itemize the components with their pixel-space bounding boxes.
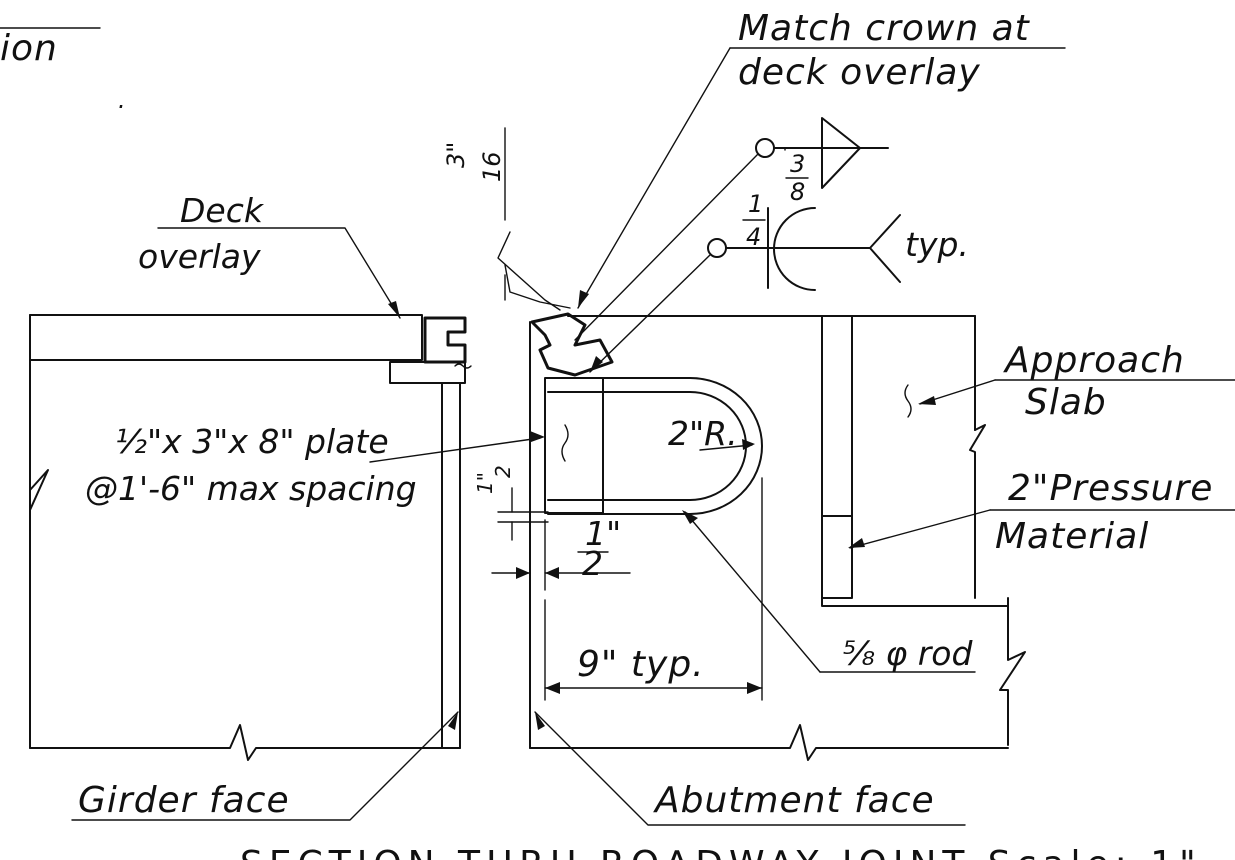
gap-top-den: 16 [478,151,506,182]
horizontal-half-dimension: 1" 2 [491,514,631,591]
pressure-material-label: 2"Pressure Material [848,468,1235,557]
deck-overlay-line1: Deck [180,191,265,230]
horiz-half-den: 2 [582,544,603,583]
gap-top-num: 3" [442,142,470,168]
weld-symbol-lower: 1 4 typ. [589,190,969,373]
approach-slab-line1: Approach [1003,340,1185,381]
approach-slab-line2: Slab [1025,382,1107,423]
pressure-material-crosshatch [821,515,853,599]
nine-typ-text: 9" typ. [577,644,705,685]
abutment-face-text: Abutment face [653,780,935,821]
girder-face-text: Girder face [78,780,290,821]
break-line-left [29,469,49,531]
rod-text: ⅝ φ rod [843,634,973,673]
abutment-face-label: Abutment face [534,711,966,826]
girder-face-label: Girder face [71,711,459,821]
title-fragment: ion [0,27,101,69]
weld-lower-num: 1 [748,190,763,218]
match-crown-label: Match crown at deck overlay [577,8,1066,309]
abutment-side [529,312,1026,761]
deck-overlay-line2: overlay [138,237,261,276]
radius-label: 2"R. [668,414,755,453]
pressure-material-hatch [821,315,853,517]
girder-side [29,314,472,761]
plate-line2: @1'-6" max spacing [85,469,417,508]
vert-half-den: 2 [491,465,515,478]
svg-text:.: . [118,86,126,114]
horiz-half-num: 1" [585,514,621,553]
weld-lower-den: 4 [746,223,761,251]
vert-half-num: 1" [473,472,497,494]
abutment-bottom-line [529,724,1009,761]
nine-inch-dimension: 9" typ. [544,477,763,701]
title-fragment-text: ion [0,28,58,69]
deck-overlay-hatch [29,314,423,361]
girder-bottom-line [29,724,461,761]
plate [544,377,604,514]
match-crown-line2: deck overlay [738,52,981,93]
plate-label: ½"x 3"x 8" plate @1'-6" max spacing [85,422,569,508]
weld-symbol-upper: 3 8 [574,117,889,341]
right-extrusion [530,312,614,377]
weld-typ: typ. [905,225,969,264]
left-extrusion [423,316,467,364]
radius-text: 2"R. [668,414,738,453]
rod-label: ⅝ φ rod [682,510,976,673]
vertical-half-dimension: 1" 2 [473,465,549,541]
approach-slab-label: Approach Slab [904,340,1235,423]
weld-upper-den: 8 [790,178,805,206]
u-rod-outer [547,377,763,515]
deck-overlay-label: Deck overlay [138,191,401,319]
plate-line1: ½"x 3"x 8" plate [115,422,389,461]
gap-dimension: 3" 16 [442,127,571,311]
pressure-line1: 2"Pressure [1008,468,1213,509]
section-title: SECTION THRU ROADWAY JOINT Scale: 1"=1'-… [240,844,1235,860]
weld-upper-num: 3 [790,150,805,178]
pressure-line2: Material [995,516,1149,557]
match-crown-line1: Match crown at [738,8,1031,49]
girder-angle [389,361,466,384]
